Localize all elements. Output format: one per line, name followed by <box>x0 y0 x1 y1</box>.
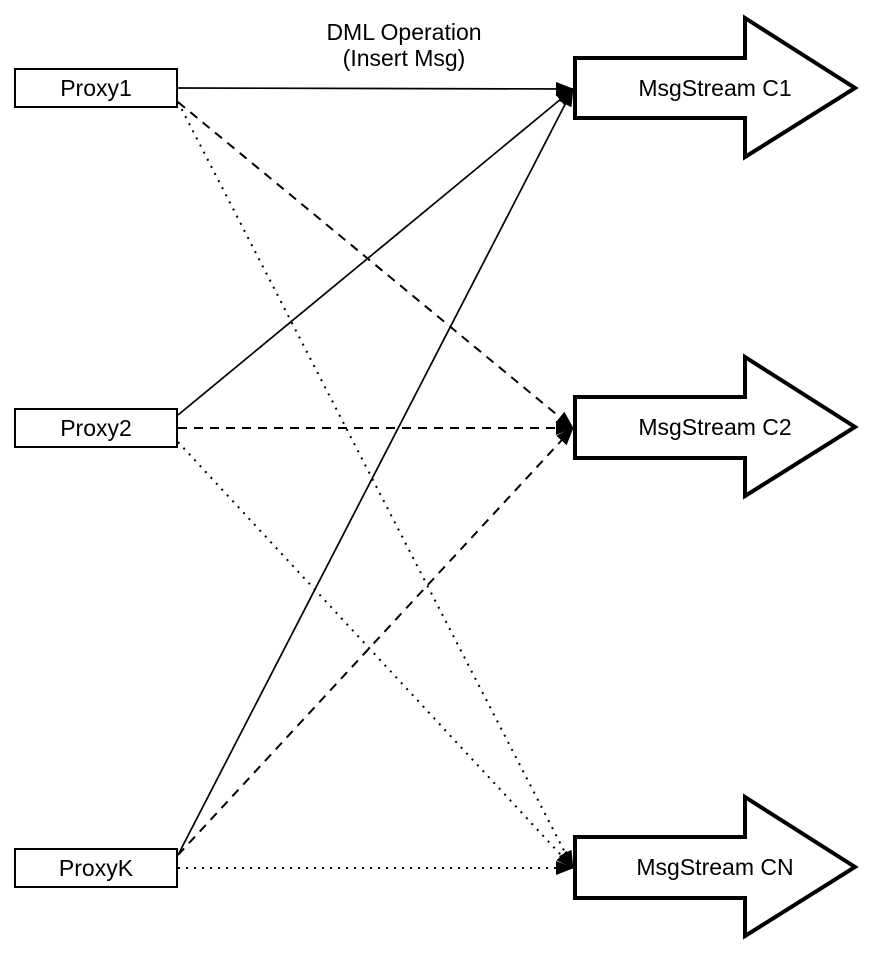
edge-proxyk-to-c1-solid <box>177 88 574 856</box>
dml-operation-label: DML Operation (Insert Msg) <box>254 19 554 71</box>
proxy1-box: Proxy1 <box>14 68 178 108</box>
edge-proxy2-to-c1-solid <box>177 88 574 416</box>
msgstream-c1-label: MsgStream C1 <box>638 75 792 101</box>
edge-proxy1-to-c1-solid <box>177 81 574 96</box>
proxy2-label: Proxy2 <box>60 414 132 441</box>
proxyk-box: ProxyK <box>14 848 178 888</box>
proxy1-label: Proxy1 <box>60 74 132 101</box>
msgstream-c1-arrow-shape <box>573 14 859 161</box>
proxyk-label: ProxyK <box>58 854 134 881</box>
edge-proxyk-to-c2-dashed <box>177 427 574 856</box>
connector-edges <box>177 81 574 875</box>
msgstream-c2-arrow-shape <box>573 353 859 500</box>
edge-proxy2-to-cn-dotted <box>177 441 574 869</box>
dml-operation-label-line2: (Insert Msg) <box>342 45 466 71</box>
edge-proxy1-to-c2-dashed <box>177 101 574 429</box>
proxy2-box: Proxy2 <box>14 408 178 448</box>
msgstream-cn-label: MsgStream CN <box>636 854 794 880</box>
msgstream-c2-label: MsgStream C2 <box>638 414 792 440</box>
msgstream-cn-arrow-shape <box>573 793 859 940</box>
edge-proxy1-to-cn-dotted <box>177 101 574 869</box>
dml-operation-label-line1: DML Operation <box>326 19 482 45</box>
